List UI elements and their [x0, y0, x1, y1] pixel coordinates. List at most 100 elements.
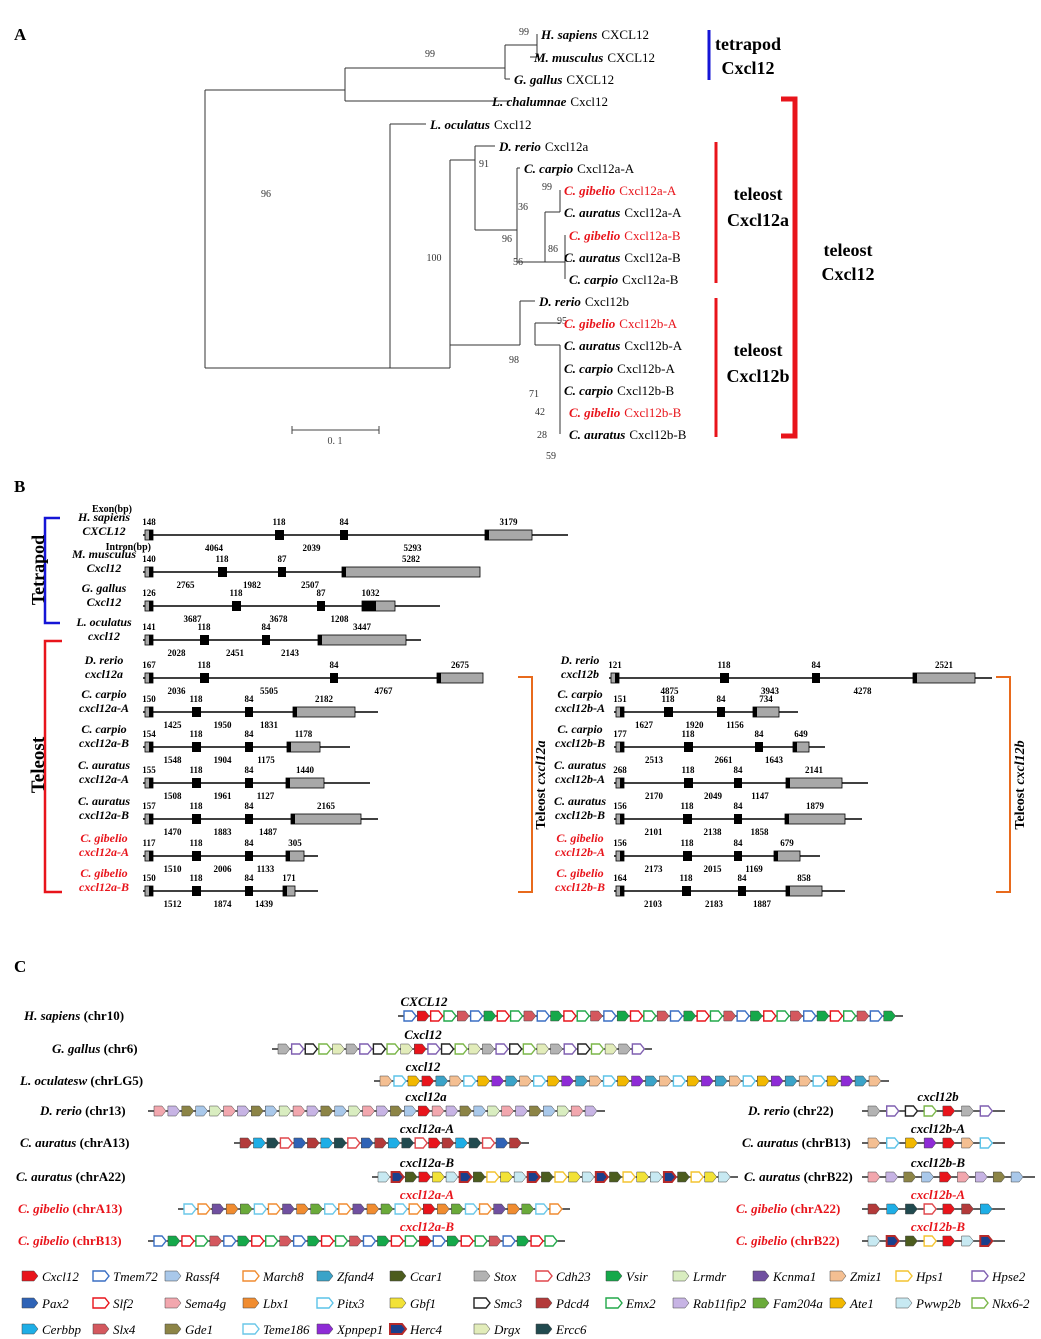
- intron-length: 4278: [854, 686, 873, 696]
- exon-length: 126: [142, 588, 156, 598]
- coding-exon: [245, 742, 253, 752]
- intron-length: 2170: [645, 791, 664, 801]
- gene-arrow: [501, 1105, 514, 1117]
- exon-length: 118: [189, 694, 203, 704]
- gene-arrow: [570, 1105, 584, 1117]
- group-label: tetrapod: [715, 34, 781, 54]
- gene-arrow: [856, 1010, 870, 1022]
- intron-length: 1627: [635, 720, 654, 730]
- gene-arrow: [431, 1105, 445, 1117]
- gene-arrow: [543, 1105, 556, 1117]
- exon-length: 84: [245, 765, 255, 775]
- gene-arrow: [195, 1105, 209, 1117]
- teleost-bracket: [43, 639, 62, 894]
- legend-label: Xpnpep1: [336, 1322, 383, 1337]
- coding-exon: [149, 886, 153, 896]
- gene-arrow: [939, 1171, 952, 1183]
- legend-swatch: [535, 1297, 553, 1309]
- legend-label: Nkx6-2: [991, 1296, 1030, 1311]
- gene-arrow: [334, 1235, 349, 1247]
- gene-arrow: [547, 1075, 560, 1087]
- gene-arrow: [923, 1105, 938, 1117]
- bootstrap-value: 86: [548, 244, 558, 255]
- gene-arrow: [181, 1235, 195, 1247]
- coding-exon: [485, 530, 489, 540]
- legend-label: Cdh23: [556, 1269, 591, 1284]
- coding-exon: [342, 567, 346, 577]
- coding-exon: [149, 673, 153, 683]
- synteny-gene-label: cxcl12: [406, 1059, 441, 1074]
- gene-arrow: [348, 1105, 362, 1117]
- gene-arrow: [867, 1105, 881, 1117]
- gene-arrow: [237, 1235, 251, 1247]
- legend-label: Zmiz1: [850, 1269, 882, 1284]
- gene-arrow: [904, 1105, 919, 1117]
- gene-arrow: [709, 1010, 724, 1022]
- group-label: Cxcl12: [822, 264, 875, 284]
- coding-exon: [734, 814, 742, 824]
- cxcl12b-label: Teleost cxcl12b: [1013, 740, 1028, 829]
- gene-arrow: [377, 1235, 390, 1247]
- gene-arrow: [677, 1171, 690, 1183]
- gene-arrow: [361, 1137, 374, 1149]
- intron-length: 1512: [164, 899, 183, 909]
- gene-arrow: [447, 1235, 460, 1247]
- legend-label: Drgx: [493, 1322, 520, 1337]
- intron-length: 1858: [751, 827, 770, 837]
- gene-arrow: [404, 1235, 419, 1247]
- gene-arrow: [650, 1171, 663, 1183]
- gene-arrow: [502, 1235, 517, 1247]
- coding-exon: [245, 886, 253, 896]
- gene-arrow: [307, 1137, 320, 1149]
- coding-exon: [786, 886, 790, 896]
- gene-arrow: [603, 1010, 617, 1022]
- gene-arrow: [304, 1043, 319, 1055]
- intron-length: 5505: [260, 686, 279, 696]
- exon-length: 84: [245, 729, 255, 739]
- legend-swatch: [92, 1297, 110, 1309]
- exon-length: 84: [734, 765, 744, 775]
- gene-name: cxcl12b-B: [555, 736, 605, 750]
- gene-arrow: [320, 1137, 334, 1149]
- synteny-gene-label: cxcl12b-B: [911, 1155, 965, 1170]
- intron-length: 1439: [255, 899, 274, 909]
- gene-arrow: [672, 1075, 687, 1087]
- gene-arrow: [440, 1043, 455, 1055]
- gene-arrow: [609, 1171, 622, 1183]
- bootstrap-value: 99: [425, 49, 435, 60]
- gene-arrow: [296, 1203, 309, 1215]
- gene-arrow: [905, 1137, 918, 1149]
- coding-exon: [232, 601, 241, 611]
- gene-arrow: [563, 1010, 577, 1022]
- intron-length: 1874: [214, 899, 233, 909]
- gene-arrow: [961, 1203, 974, 1215]
- coding-exon: [149, 567, 153, 577]
- gene-arrow: [464, 1203, 479, 1215]
- gene-species: C. auratus: [554, 758, 606, 772]
- legend-swatch: [535, 1270, 553, 1282]
- scale-label: 0. 1: [328, 436, 343, 447]
- legend-swatch: [164, 1297, 182, 1309]
- exon-length: 121: [608, 660, 622, 670]
- utr-exon: [484, 529, 533, 541]
- gene-arrow: [362, 1105, 375, 1117]
- legend-label: Cerbbp: [42, 1322, 82, 1337]
- gene-arrow: [923, 1203, 938, 1215]
- gene-arrow: [867, 1203, 881, 1215]
- panel-label-a: A: [14, 25, 27, 44]
- gene-arrow: [742, 1075, 757, 1087]
- coding-exon: [245, 814, 253, 824]
- gene-arrow: [575, 1075, 588, 1087]
- intron-length: 1487: [259, 827, 278, 837]
- intron-length: 2039: [303, 543, 322, 553]
- gene-arrow: [590, 1010, 603, 1022]
- intron-length: 2513: [645, 755, 664, 765]
